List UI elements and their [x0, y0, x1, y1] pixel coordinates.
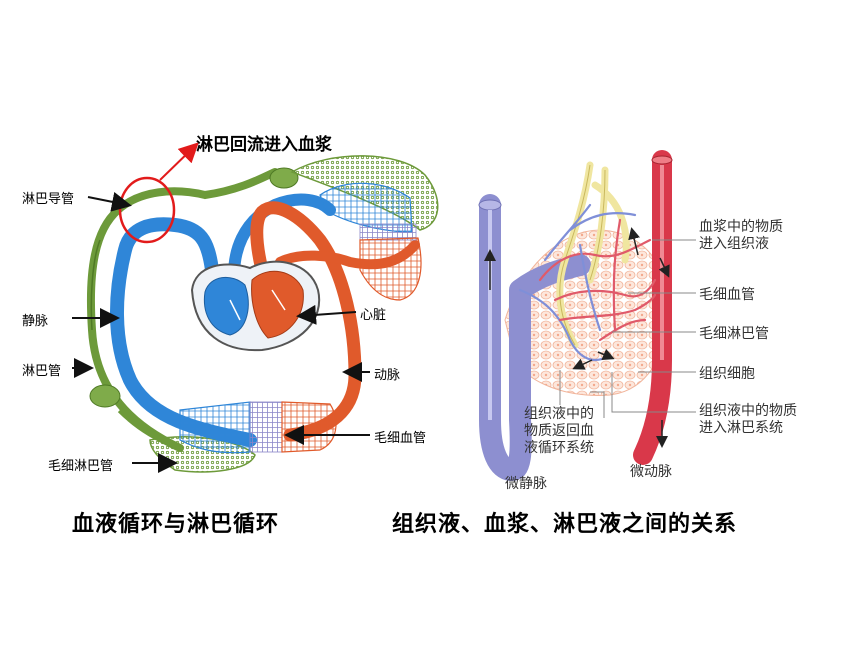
left-caption: 血液循环与淋巴循环 — [72, 512, 280, 537]
right-caption: 组织液、血浆、淋巴液之间的关系 — [392, 512, 738, 537]
label-venule: 微静脉 — [505, 476, 547, 492]
upper-capillary-bed-blue — [319, 182, 413, 233]
callout-label: 淋巴回流进入血浆 — [196, 135, 332, 155]
label-tissue-cell: 组织细胞 — [699, 366, 755, 382]
label-lymph-capillary-right: 毛细淋巴管 — [699, 326, 769, 342]
lymph-node — [269, 167, 299, 189]
leader-tissue-to-lymph — [611, 372, 696, 413]
lymph-node — [89, 384, 121, 408]
label-tissue-to-lymph-line1: 组织液中的物质 — [699, 403, 797, 419]
label-tissue-to-blood-line2: 物质返回血 — [524, 423, 594, 439]
label-plasma-to-tissue-line2: 进入组织液 — [699, 236, 769, 252]
label-blood-capillary-right: 毛细血管 — [699, 287, 755, 303]
pointer-heart — [296, 304, 357, 325]
label-vein: 静脉 — [22, 314, 49, 329]
flow-arrow — [628, 227, 640, 256]
callout-arrow — [159, 142, 199, 181]
label-lymph-capillary: 毛细淋巴管 — [48, 459, 114, 474]
label-blood-capillary: 毛细血管 — [374, 431, 427, 446]
label-arteriole: 微动脉 — [630, 464, 672, 480]
pointer-lymph-duct — [87, 192, 132, 212]
lower-capillary-bed-mid — [249, 401, 283, 453]
label-lymph-vessel: 淋巴管 — [22, 364, 62, 379]
flow-arrow — [572, 358, 593, 370]
label-artery: 动脉 — [374, 368, 401, 383]
label-tissue-to-lymph: 组织液中的物质 进入淋巴系统 — [699, 403, 797, 437]
blood-capillary-network — [518, 203, 657, 362]
label-plasma-to-tissue-line1: 血浆中的物质 — [699, 219, 783, 235]
upper-capillary-bed-red — [359, 237, 422, 301]
flow-arrow — [658, 257, 670, 278]
vein-path — [110, 217, 257, 447]
label-tissue-to-blood-line1: 组织液中的 — [524, 406, 594, 422]
heart-right-side — [203, 276, 249, 336]
label-plasma-to-tissue: 血浆中的物质 进入组织液 — [699, 219, 783, 253]
label-heart: 心脏 — [360, 308, 387, 323]
arteriole-vessel — [633, 150, 672, 465]
label-lymph-duct: 淋巴导管 — [22, 192, 75, 207]
label-tissue-to-blood: 组织液中的 物质返回血 液循环系统 — [524, 406, 594, 457]
label-tissue-to-lymph-line2: 进入淋巴系统 — [699, 420, 783, 436]
flow-arrow — [597, 348, 615, 360]
venule-vessel — [479, 194, 591, 481]
label-tissue-to-blood-line3: 液循环系统 — [524, 440, 594, 456]
leader-tissue-to-blood — [590, 391, 605, 418]
